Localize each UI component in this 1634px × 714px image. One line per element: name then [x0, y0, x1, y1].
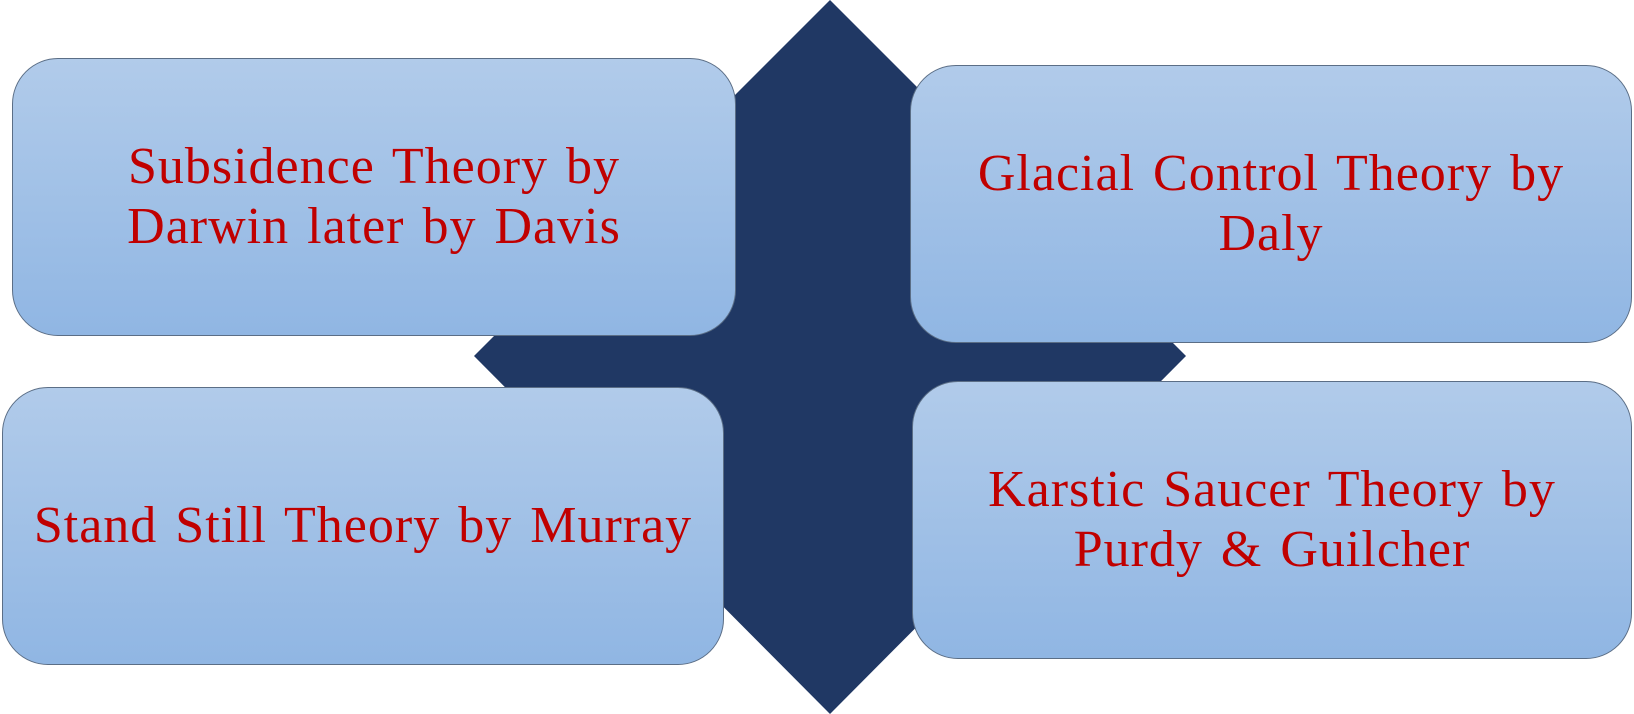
theory-box-bottom-right: Karstic Saucer Theory by Purdy & Guilche…: [912, 381, 1632, 659]
theory-label-karstic-saucer: Karstic Saucer Theory by Purdy & Guilche…: [988, 461, 1556, 578]
theory-box-top-left: Subsidence Theory by Darwin later by Dav…: [12, 58, 736, 336]
theory-label-subsidence: Subsidence Theory by Darwin later by Dav…: [127, 138, 621, 255]
theory-box-top-right: Glacial Control Theory by Daly: [910, 65, 1632, 343]
theory-box-bottom-left: Stand Still Theory by Murray: [2, 387, 724, 665]
theory-label-stand-still: Stand Still Theory by Murray: [33, 497, 693, 554]
theory-label-glacial-control: Glacial Control Theory by Daly: [977, 145, 1565, 262]
